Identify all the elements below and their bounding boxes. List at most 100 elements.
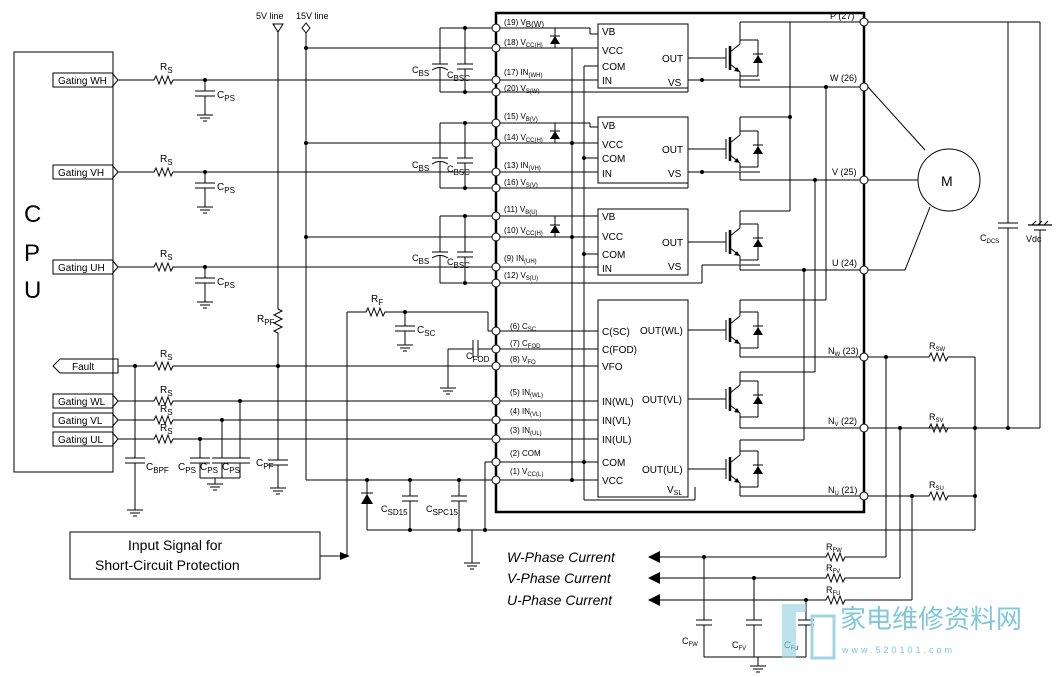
svg-text:VS: VS bbox=[668, 262, 682, 273]
svg-text:Gating UL: Gating UL bbox=[58, 435, 103, 446]
label-rs-ul: RS bbox=[160, 423, 173, 436]
motor-label: M bbox=[941, 173, 953, 189]
svg-text:VFO: VFO bbox=[602, 362, 623, 373]
pin-3: (3) IN(UL) bbox=[491, 426, 542, 444]
svg-text:VSL: VSL bbox=[667, 485, 682, 497]
svg-text:IN: IN bbox=[602, 169, 612, 180]
tag-fault: Fault bbox=[52, 358, 119, 374]
label-rsu: RSU bbox=[929, 480, 944, 492]
igbt-wl-icon bbox=[714, 306, 765, 354]
pin-nu: NU (21) bbox=[828, 485, 857, 497]
svg-text:IN(WL): IN(WL) bbox=[602, 397, 634, 408]
svg-text:(11) VB(U): (11) VB(U) bbox=[504, 205, 538, 216]
pin-20: (20) VS(W) bbox=[491, 84, 539, 97]
label-u-phase-current: U-Phase Current bbox=[507, 592, 613, 608]
label-rfu: RFU bbox=[826, 585, 841, 597]
watermark-logo-icon bbox=[782, 604, 806, 658]
driver-ls: C(SC) C(FOD) VFO IN(WL) IN(VL) IN(UL) CO… bbox=[597, 299, 689, 498]
svg-text:OUT(UL): OUT(UL) bbox=[642, 465, 683, 476]
pin-18: (18) VCC(H) bbox=[491, 38, 543, 53]
watermark: 家电维修资料网 www.520101.com bbox=[782, 604, 1022, 660]
input-box-line1: Input Signal for bbox=[128, 537, 223, 553]
label-vdc: Vdc bbox=[1026, 234, 1042, 244]
pin-9: (9) IN(UH) bbox=[491, 254, 537, 272]
pin-1: (1) VCC(L) bbox=[491, 467, 543, 485]
svg-text:(19) VB(W): (19) VB(W) bbox=[504, 18, 544, 29]
label-cdcs: CDCS bbox=[980, 233, 999, 245]
svg-text:VB: VB bbox=[602, 121, 616, 132]
label-cps-vh: CPS bbox=[217, 182, 235, 195]
svg-text:COM: COM bbox=[602, 250, 625, 261]
svg-text:OUT(WL): OUT(WL) bbox=[640, 326, 683, 337]
label-rs-vh: RS bbox=[160, 154, 173, 167]
input-box-line2: Short-Circuit Protection bbox=[95, 557, 240, 573]
svg-text:VB: VB bbox=[602, 212, 616, 223]
motor-icon bbox=[917, 148, 981, 212]
label-rsv: RSV bbox=[929, 412, 944, 424]
label-rf: RF bbox=[371, 294, 383, 307]
svg-text:OUT: OUT bbox=[662, 145, 683, 156]
svg-text:VCC: VCC bbox=[602, 476, 623, 487]
svg-text:(9) IN(UH): (9) IN(UH) bbox=[504, 254, 537, 265]
tag-gating-vl: Gating VL bbox=[52, 412, 119, 428]
pin-10: (10) VCC(H) bbox=[491, 226, 543, 242]
label-rs-fault: RS bbox=[160, 349, 173, 362]
left-pin-list: (19) VB(W) (18) VCC(H) (17) IN(WH) (20) … bbox=[491, 18, 544, 485]
svg-text:IN: IN bbox=[602, 76, 612, 87]
svg-text:(8) VFO: (8) VFO bbox=[510, 355, 536, 366]
label-rs-vl: RS bbox=[160, 404, 173, 417]
pin-nv: NV (22) bbox=[828, 416, 857, 428]
label-cfv: CFV bbox=[732, 640, 746, 652]
svg-text:Gating VH: Gating VH bbox=[58, 168, 104, 179]
svg-text:IN(UL): IN(UL) bbox=[602, 435, 631, 446]
pin-14: (14) VCC(H) bbox=[491, 133, 543, 148]
arrow-u-current-icon bbox=[648, 594, 660, 606]
label-cpf: CPF bbox=[256, 458, 274, 471]
svg-text:VS: VS bbox=[668, 169, 682, 180]
label-cbs-w: CBS bbox=[412, 65, 429, 78]
pin-16: (16) VS(V) bbox=[491, 178, 538, 193]
pin-19: (19) VB(W) bbox=[491, 18, 544, 33]
pin-4: (4) IN(VL) bbox=[491, 407, 541, 425]
right-pin-list: P (27) W (26) V (25) U (24) NW (23) NV (… bbox=[828, 11, 869, 501]
label-cps-wh: CPS bbox=[217, 90, 235, 103]
svg-text:(7) CFOD: (7) CFOD bbox=[510, 339, 541, 350]
label-5v-line: 5V line bbox=[256, 11, 284, 21]
svg-text:Gating WH: Gating WH bbox=[58, 76, 107, 87]
label-cps-l1: CPS bbox=[178, 462, 196, 475]
svg-text:OUT: OUT bbox=[662, 238, 683, 249]
svg-text:VS: VS bbox=[668, 78, 682, 89]
label-cbs-v: CBS bbox=[412, 160, 429, 173]
svg-text:COM: COM bbox=[602, 458, 625, 469]
arrow-w-current-icon bbox=[648, 551, 660, 563]
cpu-label-u: U bbox=[24, 277, 41, 304]
pin-5: (5) IN(WL) bbox=[491, 388, 543, 406]
label-csd15: CSD15 bbox=[381, 504, 408, 517]
pin-nw: NW (23) bbox=[828, 346, 859, 358]
svg-text:(2) COM: (2) COM bbox=[510, 449, 541, 458]
svg-text:(12) VS(U): (12) VS(U) bbox=[504, 271, 538, 282]
igbt-wh-icon bbox=[714, 34, 765, 82]
label-cbsc-u: CBSC bbox=[447, 257, 470, 270]
svg-text:(3) IN(UL): (3) IN(UL) bbox=[510, 426, 542, 437]
svg-text:Gating UH: Gating UH bbox=[58, 263, 105, 274]
igbt-vl-icon bbox=[714, 375, 765, 423]
diamond-15v bbox=[301, 22, 311, 34]
arrow-v-current-icon bbox=[648, 572, 660, 584]
svg-text:(18) VCC(H): (18) VCC(H) bbox=[504, 38, 543, 49]
cpu-label-p: P bbox=[24, 240, 40, 267]
label-cfod: CFOD bbox=[466, 351, 490, 364]
pin-w: W (26) bbox=[830, 73, 857, 83]
igbt-ul-icon bbox=[714, 445, 765, 493]
pin-v: V (25) bbox=[832, 167, 857, 177]
pin-11: (11) VB(U) bbox=[491, 205, 538, 221]
igbt-vh-icon bbox=[714, 125, 765, 173]
svg-text:(14) VCC(H): (14) VCC(H) bbox=[504, 133, 543, 144]
label-cbsc-v: CBSC bbox=[447, 164, 470, 177]
svg-text:OUT: OUT bbox=[662, 54, 683, 65]
driver-hs-u: VB VCC COM IN OUT VS bbox=[597, 208, 689, 276]
svg-text:COM: COM bbox=[602, 62, 625, 73]
tag-gating-uh: Gating UH bbox=[52, 259, 119, 275]
label-cps-l2: CPS bbox=[200, 462, 218, 475]
